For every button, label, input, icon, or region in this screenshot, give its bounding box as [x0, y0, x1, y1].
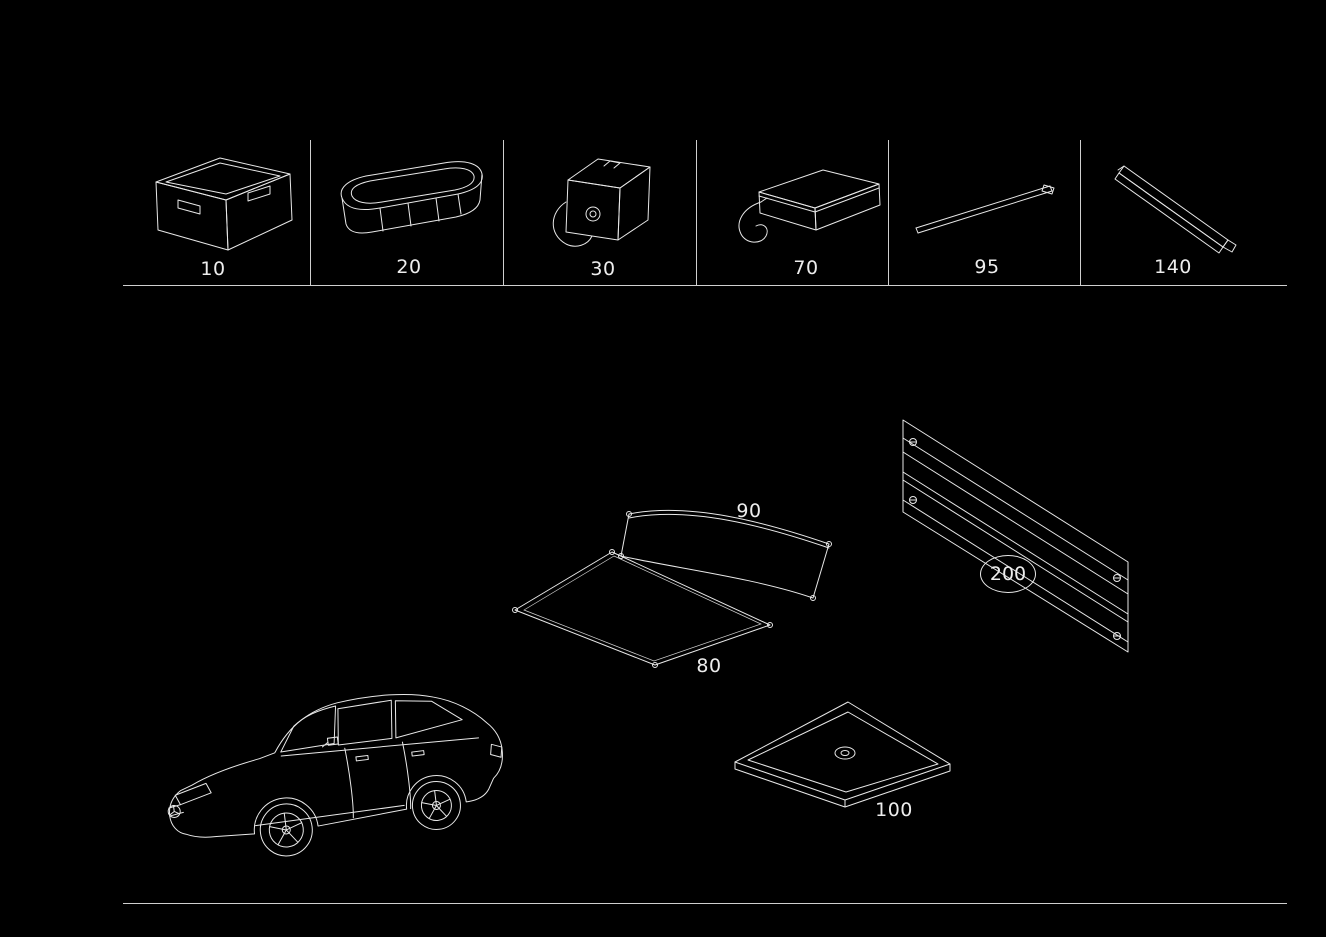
part-label-30[interactable]: 30	[590, 258, 616, 280]
part-label-70[interactable]: 70	[793, 257, 819, 279]
vehicle-rear-wheel	[411, 780, 461, 830]
luggage-tray-illustration	[734, 701, 951, 808]
part-label-80[interactable]: 80	[696, 655, 722, 677]
page-bottom-rule	[123, 903, 1287, 904]
luggage-net-floor-illustration	[512, 549, 773, 668]
storage-tub-illustration	[340, 161, 483, 234]
trim-strip-illustration	[915, 184, 1055, 234]
vehicle-front-wheel	[259, 803, 313, 857]
cargo-block-illustration	[738, 169, 881, 243]
vehicle-wireframe-illustration	[167, 694, 503, 857]
partition-screws	[909, 438, 1121, 640]
column-divider-1	[310, 140, 311, 285]
column-divider-5	[1080, 140, 1081, 285]
part-callout-200[interactable]: 200	[980, 555, 1036, 593]
part-label-10[interactable]: 10	[200, 258, 226, 280]
vehicle-front-details	[167, 743, 503, 818]
collapsible-box-illustration	[552, 158, 651, 247]
vehicle-glass	[280, 699, 463, 753]
vehicle-body	[168, 694, 503, 838]
part-label-20[interactable]: 20	[396, 256, 422, 278]
part-label-90[interactable]: 90	[736, 500, 762, 522]
part-label-95[interactable]: 95	[974, 256, 1000, 278]
top-row-bottom-rule	[123, 285, 1287, 286]
partition-grid-illustration	[902, 419, 1129, 653]
column-divider-4	[888, 140, 889, 285]
folding-crate-illustration	[155, 157, 293, 251]
part-label-140[interactable]: 140	[1154, 256, 1192, 278]
column-divider-3	[696, 140, 697, 285]
column-divider-2	[503, 140, 504, 285]
part-label-100[interactable]: 100	[875, 799, 913, 821]
loading-rail-illustration	[1114, 165, 1237, 254]
luggage-net-upper-illustration	[618, 509, 832, 601]
